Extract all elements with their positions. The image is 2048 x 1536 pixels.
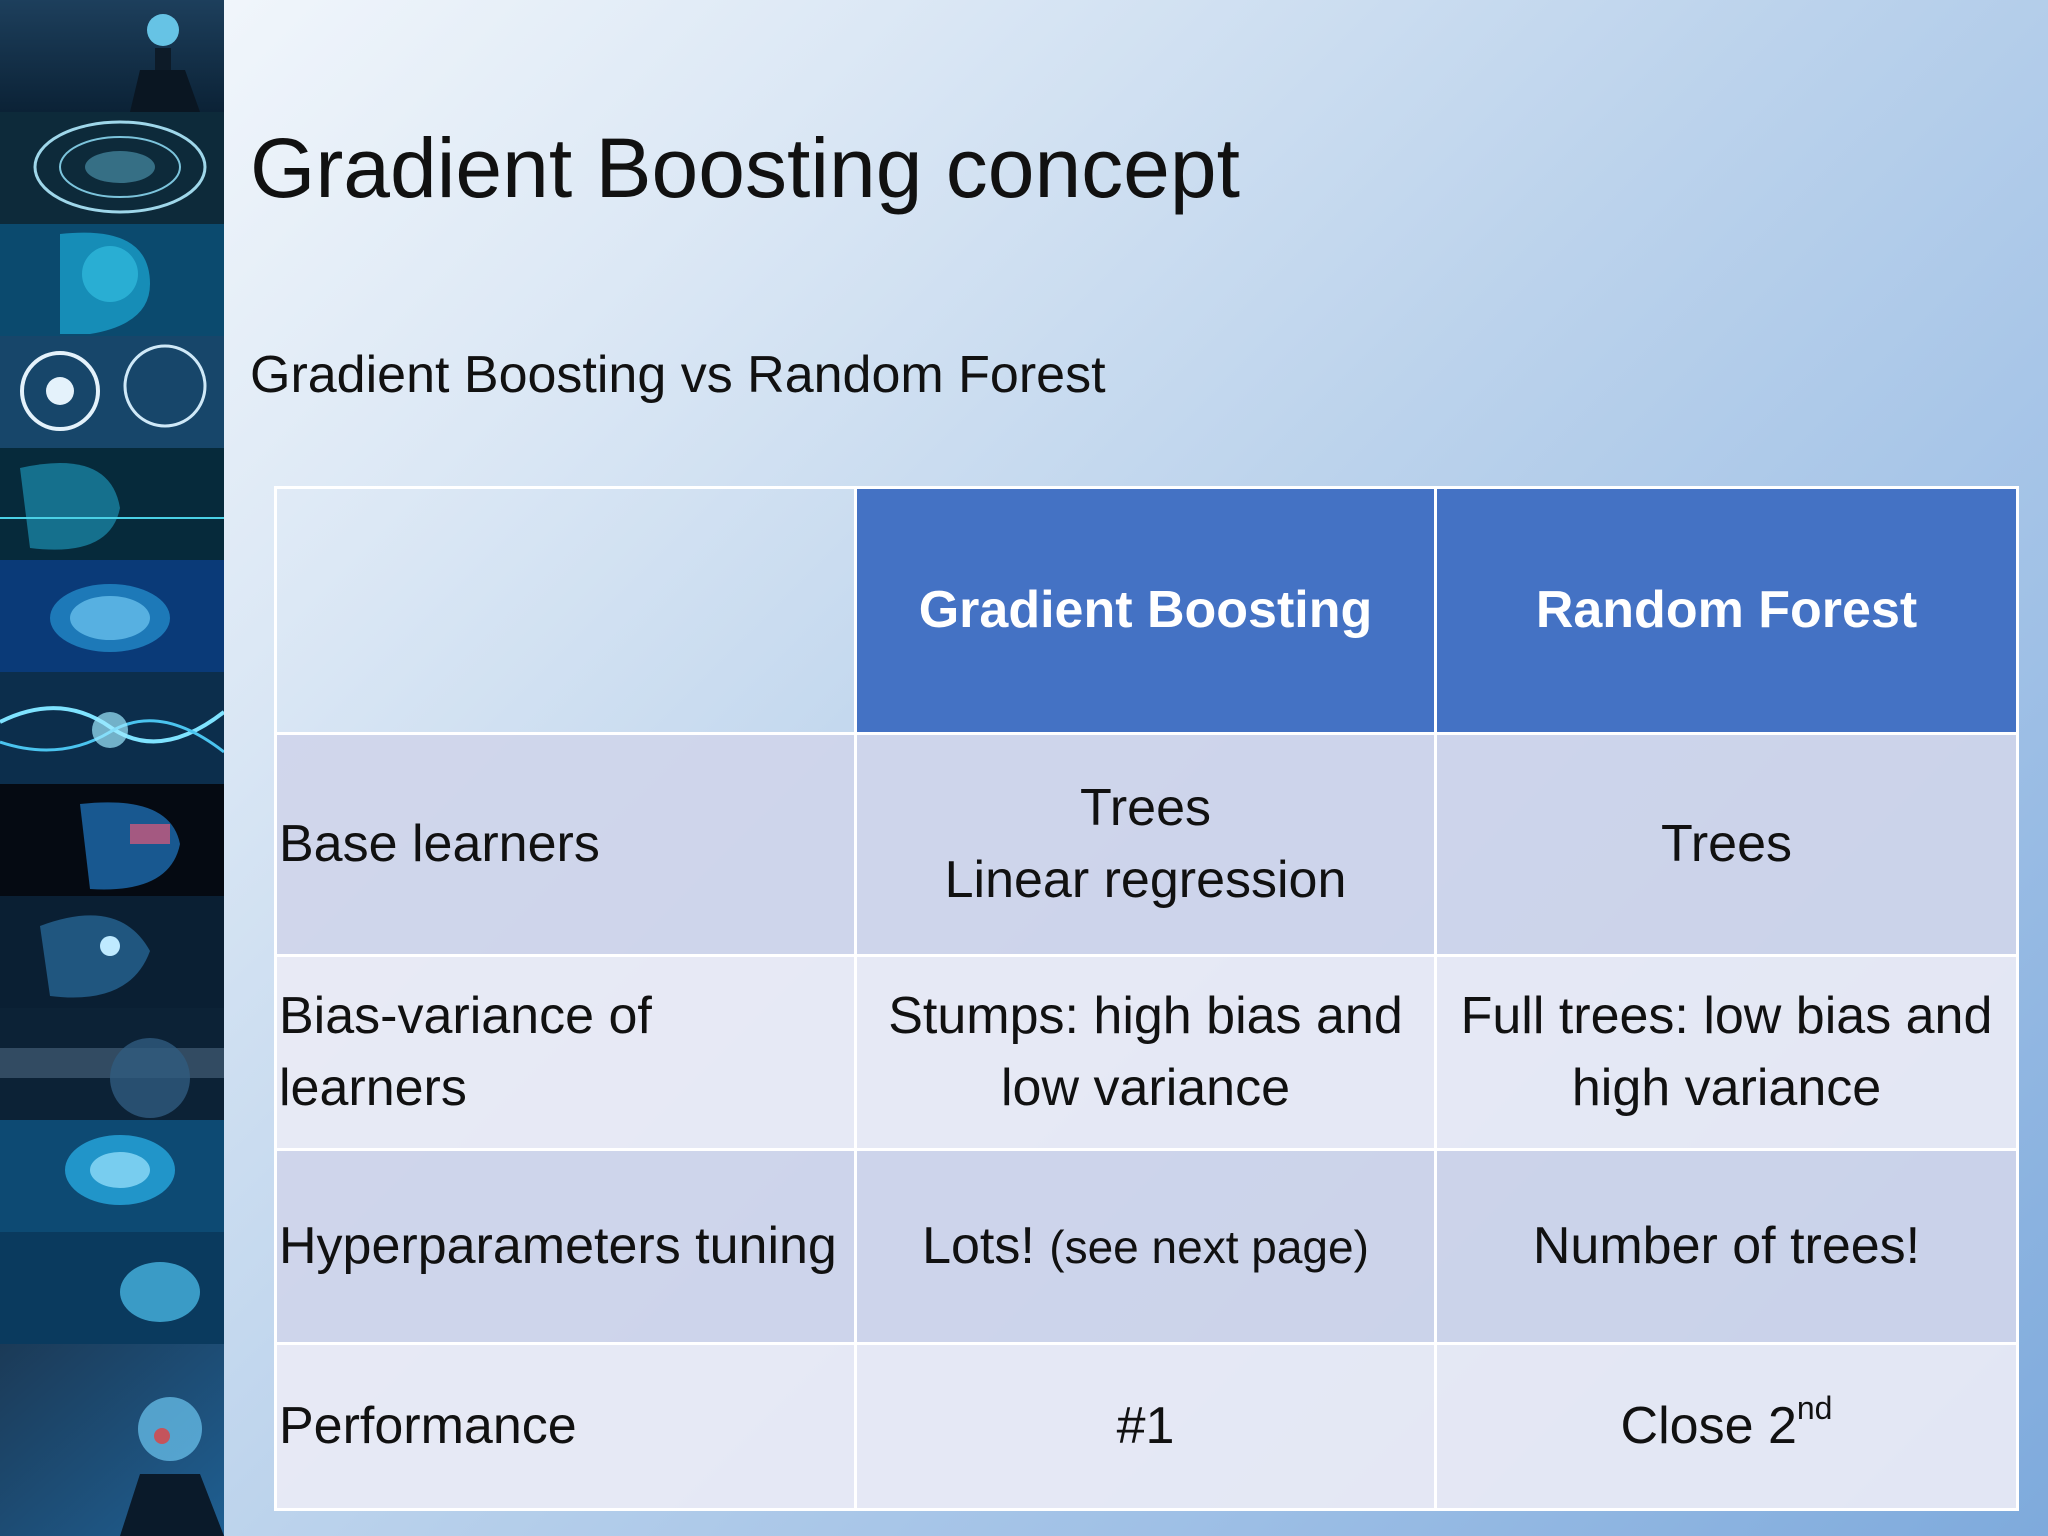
hand-brain-icon (0, 1120, 224, 1232)
cyber-face-icon (0, 448, 224, 560)
digital-face-icon (0, 224, 224, 336)
gears-brain-icon (0, 336, 224, 448)
gb-cell: Lots! (see next page) (854, 1148, 1437, 1345)
page-title: Gradient Boosting concept (250, 121, 1240, 215)
gb-cell: #1 (854, 1342, 1437, 1511)
rf-cell: Full trees: low bias and high variance (1434, 954, 2019, 1151)
table-row: Base learners Trees Linear regression Tr… (274, 732, 2019, 957)
table-row: Performance #1 Close 2nd (274, 1342, 2019, 1511)
table-corner-cell (274, 486, 857, 735)
neural-wires-icon (0, 672, 224, 784)
binary-head-icon (0, 1008, 224, 1120)
brain-glow-icon (0, 1232, 224, 1344)
brain-circuit-icon (0, 112, 224, 224)
gb-cell: Trees Linear regression (854, 732, 1437, 957)
rf-cell: Number of trees! (1434, 1148, 2019, 1345)
head-silhouette-icon (0, 1344, 224, 1536)
rf-cell: Close 2nd (1434, 1342, 2019, 1511)
decorative-image-strip (0, 0, 224, 1536)
rf-cell: Trees (1434, 732, 2019, 957)
cell-line: Trees (1080, 778, 1211, 837)
table-row: Hyperparameters tuning Lots! (see next p… (274, 1148, 2019, 1345)
row-label: Performance (274, 1342, 857, 1511)
head-silhouette-icon (0, 0, 224, 112)
code-head-icon (0, 896, 224, 1008)
header-gradient-boosting: Gradient Boosting (854, 486, 1437, 735)
cell-main-text: Lots! (922, 1216, 1035, 1275)
row-label: Bias-variance of learners (274, 954, 857, 1151)
row-label: Hyperparameters tuning (274, 1148, 857, 1345)
glowing-brain-icon (0, 560, 224, 672)
cell-main-text: Close 2 (1620, 1396, 1797, 1455)
comparison-table: Gradient Boosting Random Forest Base lea… (274, 486, 2019, 1511)
cell-note-text: (see next page) (1049, 1220, 1369, 1273)
row-label: Base learners (274, 732, 857, 957)
cell-line: Linear regression (944, 850, 1347, 909)
page-subtitle: Gradient Boosting vs Random Forest (250, 346, 1106, 404)
table-header-row: Gradient Boosting Random Forest (274, 486, 2019, 735)
header-random-forest: Random Forest (1434, 486, 2019, 735)
row-label-text: Bias-variance of learners (279, 986, 652, 1117)
gb-cell: Stumps: high bias and low variance (854, 954, 1437, 1151)
robot-face-icon (0, 784, 224, 896)
table-row: Bias-variance of learners Stumps: high b… (274, 954, 2019, 1151)
ordinal-suffix: nd (1796, 1389, 1833, 1426)
